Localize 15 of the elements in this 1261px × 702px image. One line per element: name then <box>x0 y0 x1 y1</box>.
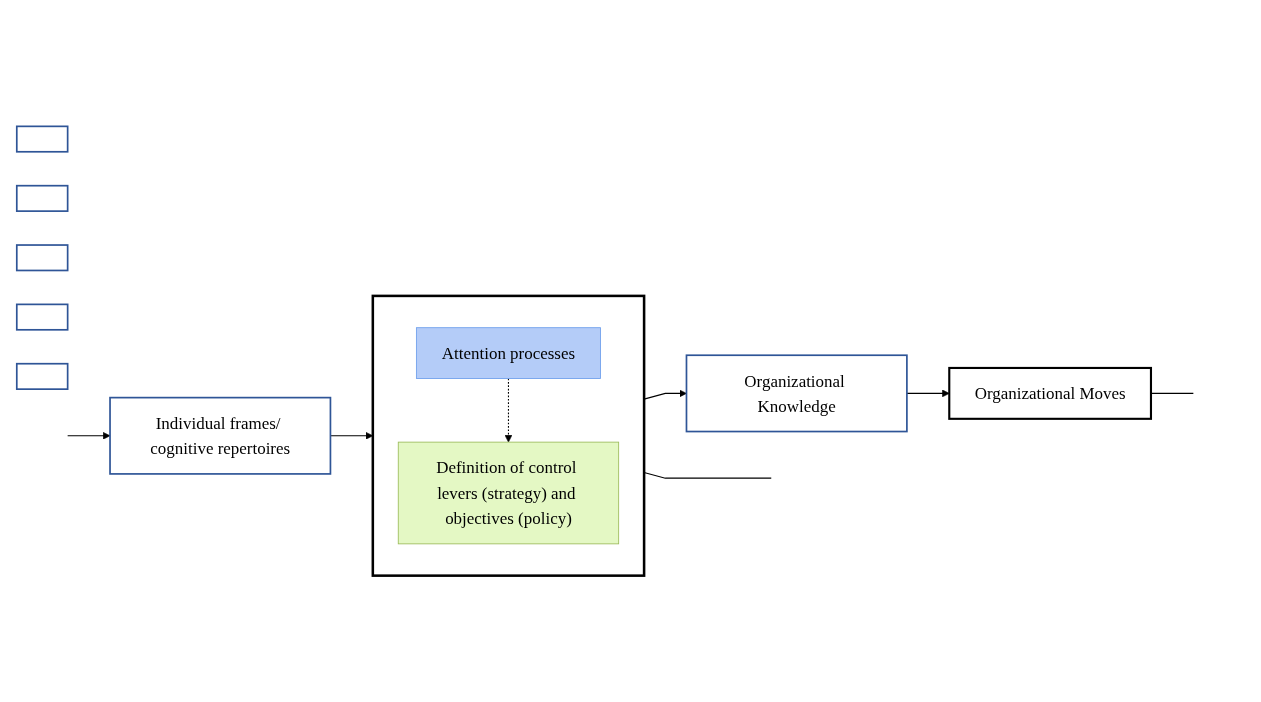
node-box <box>15 244 69 272</box>
arrow <box>906 389 950 398</box>
connector <box>1150 392 1194 394</box>
node-box <box>15 303 69 331</box>
cluster <box>371 294 646 577</box>
arrow <box>504 378 513 443</box>
node-box <box>15 362 69 390</box>
node-box: Attention processes <box>415 327 601 379</box>
node-box <box>15 184 69 212</box>
node-box: Organizational Knowledge <box>685 354 908 433</box>
node-box <box>15 125 69 153</box>
arrow <box>67 432 111 440</box>
node-box: Organizational Moves <box>948 366 1153 420</box>
node-box: Individual frames/ cognitive repertoires <box>109 396 332 475</box>
node-box: Definition of control levers (strategy) and objectives (policy) <box>397 441 620 545</box>
